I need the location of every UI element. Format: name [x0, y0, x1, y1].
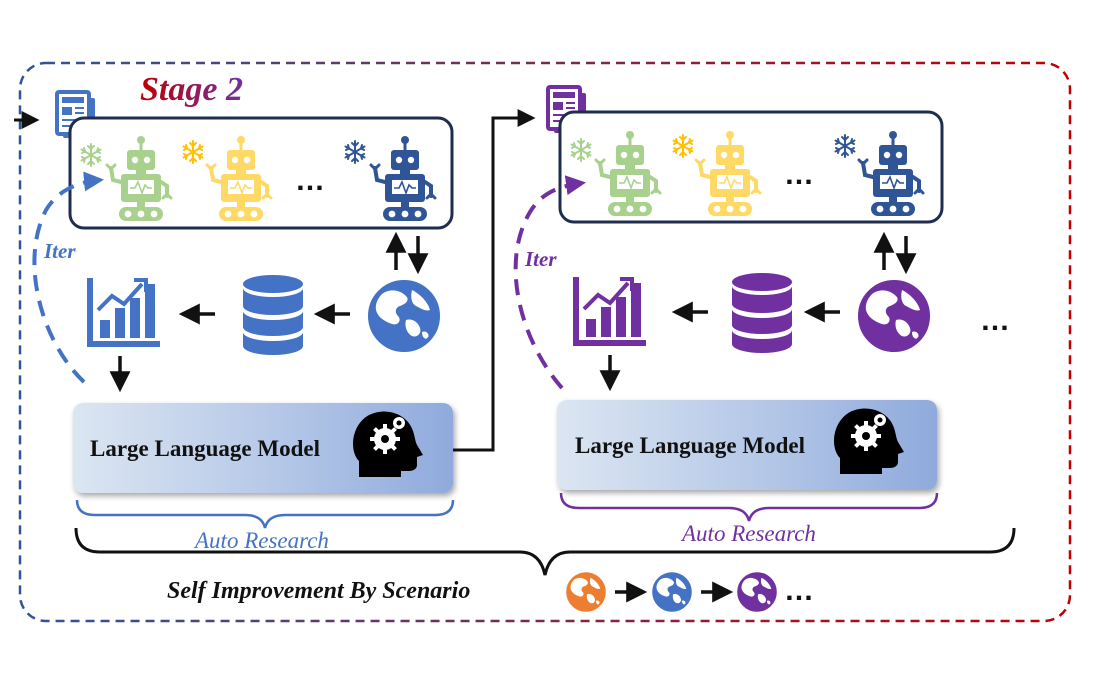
- iter-label: Iter: [524, 247, 557, 271]
- stage-title: Stage 2: [140, 71, 243, 108]
- globe-icon: [858, 280, 930, 352]
- llm-label: Large Language Model: [90, 436, 320, 461]
- iter-label: Iter: [43, 239, 76, 263]
- footer-label: Self Improvement By Scenario: [167, 578, 470, 604]
- database-icon: [732, 273, 792, 353]
- globe-icon: [368, 280, 440, 352]
- auto-research-brace: [559, 492, 939, 522]
- stage-frame: [18, 61, 1072, 623]
- llm-box: [73, 403, 453, 493]
- globe-icon: [652, 572, 692, 612]
- globe-icon: [566, 572, 606, 612]
- ellipsis: …: [784, 574, 814, 607]
- bar-chart-icon: [576, 277, 646, 343]
- auto-research-label: Auto Research: [193, 528, 329, 553]
- auto-research-brace: [75, 499, 455, 529]
- scenario-brace: [74, 527, 1016, 576]
- ellipsis: …: [295, 164, 325, 197]
- auto-research-label: Auto Research: [680, 521, 816, 546]
- llm-label: Large Language Model: [575, 433, 805, 458]
- database-icon: [243, 275, 303, 355]
- bar-chart-icon: [90, 278, 160, 344]
- globe-icon: [737, 572, 777, 612]
- ellipsis: …: [980, 304, 1010, 337]
- ellipsis: …: [784, 158, 814, 191]
